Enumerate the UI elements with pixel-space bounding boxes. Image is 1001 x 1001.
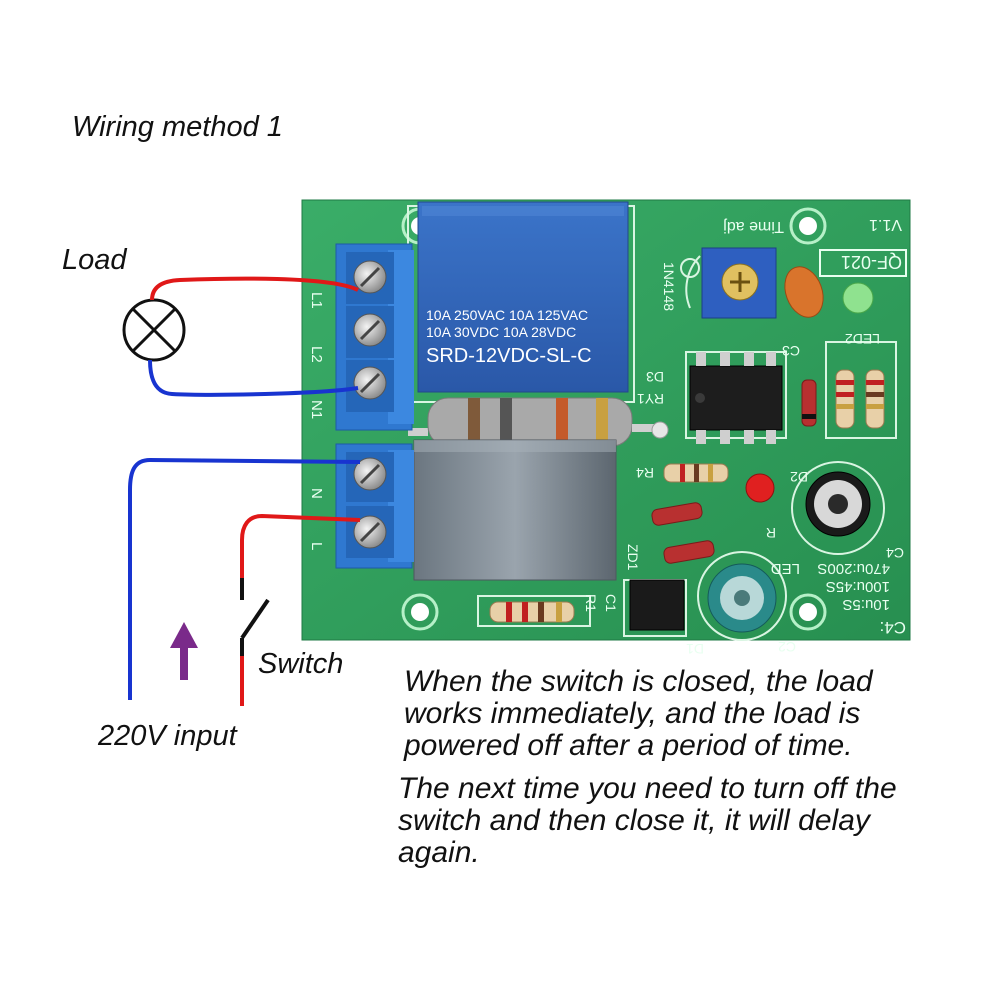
timing-c4: C4: xyxy=(880,618,906,637)
silk-1n4148: 1N4148 xyxy=(661,262,677,311)
silk-c2: C2 xyxy=(778,639,796,655)
silk-r1: R1 xyxy=(583,594,599,612)
model-code: QF-021 xyxy=(841,252,902,272)
silk-d3: D3 xyxy=(646,369,664,385)
relay-rating-2: 10A 30VDC 10A 28VDC xyxy=(426,324,576,340)
electrolytic-capacitor-c2 xyxy=(707,563,777,633)
power-resistor xyxy=(408,397,669,447)
electrolytic-capacitor-c4 xyxy=(805,471,871,537)
status-led xyxy=(745,473,775,503)
power-led xyxy=(842,282,874,314)
small-components xyxy=(489,369,885,623)
plus-mark xyxy=(680,258,700,278)
terminal-label-l2: L2 xyxy=(308,346,325,363)
silk-zd1: ZD1 xyxy=(625,544,641,571)
input-arrow-icon xyxy=(170,622,198,680)
load-lamp-symbol xyxy=(122,298,186,362)
load-red-wire xyxy=(150,276,359,301)
potentiometer xyxy=(701,247,777,319)
bridge-rectifier xyxy=(629,579,685,631)
ic-chip xyxy=(689,352,783,444)
diagram-title: Wiring method 1 xyxy=(72,111,283,143)
description-1-line-2: works immediately, and the load is xyxy=(404,697,861,730)
description-1-line-3: powered off after a period of time. xyxy=(404,729,853,762)
switch-blade xyxy=(240,598,270,640)
terminal-label-n: N xyxy=(308,488,325,499)
terminal-label-n1: N1 xyxy=(308,400,325,419)
version: V1.1 xyxy=(869,216,902,233)
description-2-line-3: again. xyxy=(398,836,480,869)
silk-d1: D1 xyxy=(686,641,704,657)
film-capacitor xyxy=(413,439,617,581)
silk-led2: LED2 xyxy=(845,331,880,347)
terminal-block-power xyxy=(335,443,414,569)
input-blue-wire xyxy=(128,457,361,700)
model-code-box xyxy=(819,249,907,277)
relay-rating-1: 10A 250VAC 10A 125VAC xyxy=(426,307,588,323)
description-2-line-2: switch and then close it, it will delay xyxy=(398,804,870,837)
ceramic-capacitor xyxy=(784,266,824,318)
terminal-block-load xyxy=(335,243,414,431)
relay xyxy=(417,201,629,393)
silk-ry1: RY1 xyxy=(637,391,664,407)
silk-r: R xyxy=(766,525,776,541)
timing-10u: 10u:5S xyxy=(842,596,890,613)
switch-label: Switch xyxy=(258,648,344,680)
load-blue-wire xyxy=(148,359,359,397)
input-red-wire xyxy=(240,513,361,578)
time-adj-label: Time adj xyxy=(723,218,784,235)
silk-c3: C3 xyxy=(782,343,800,359)
description-paragraph-2: The next time you need to turn off the s… xyxy=(398,773,988,869)
description-2-line-1: The next time you need to turn off the xyxy=(398,772,897,805)
timing-100u: 100u:45S xyxy=(826,578,890,595)
silk-d2: D2 xyxy=(790,469,808,485)
timing-led: LED xyxy=(771,560,800,577)
terminal-label-l1: L1 xyxy=(308,292,325,309)
silk-r4: R4 xyxy=(636,465,654,481)
silk-c4: C4 xyxy=(886,545,904,561)
input-label: 220V input xyxy=(98,720,237,752)
description-1-line-1: When the switch is closed, the load xyxy=(404,665,873,698)
adjust-arc xyxy=(685,255,701,309)
load-label: Load xyxy=(62,244,127,276)
terminal-label-l: L xyxy=(308,542,325,550)
description-paragraph-1: When the switch is closed, the load work… xyxy=(404,666,964,762)
relay-model: SRD-12VDC-SL-C xyxy=(426,345,592,367)
silk-c1: C1 xyxy=(603,594,619,612)
timing-470u: 470u:200S xyxy=(817,560,890,577)
